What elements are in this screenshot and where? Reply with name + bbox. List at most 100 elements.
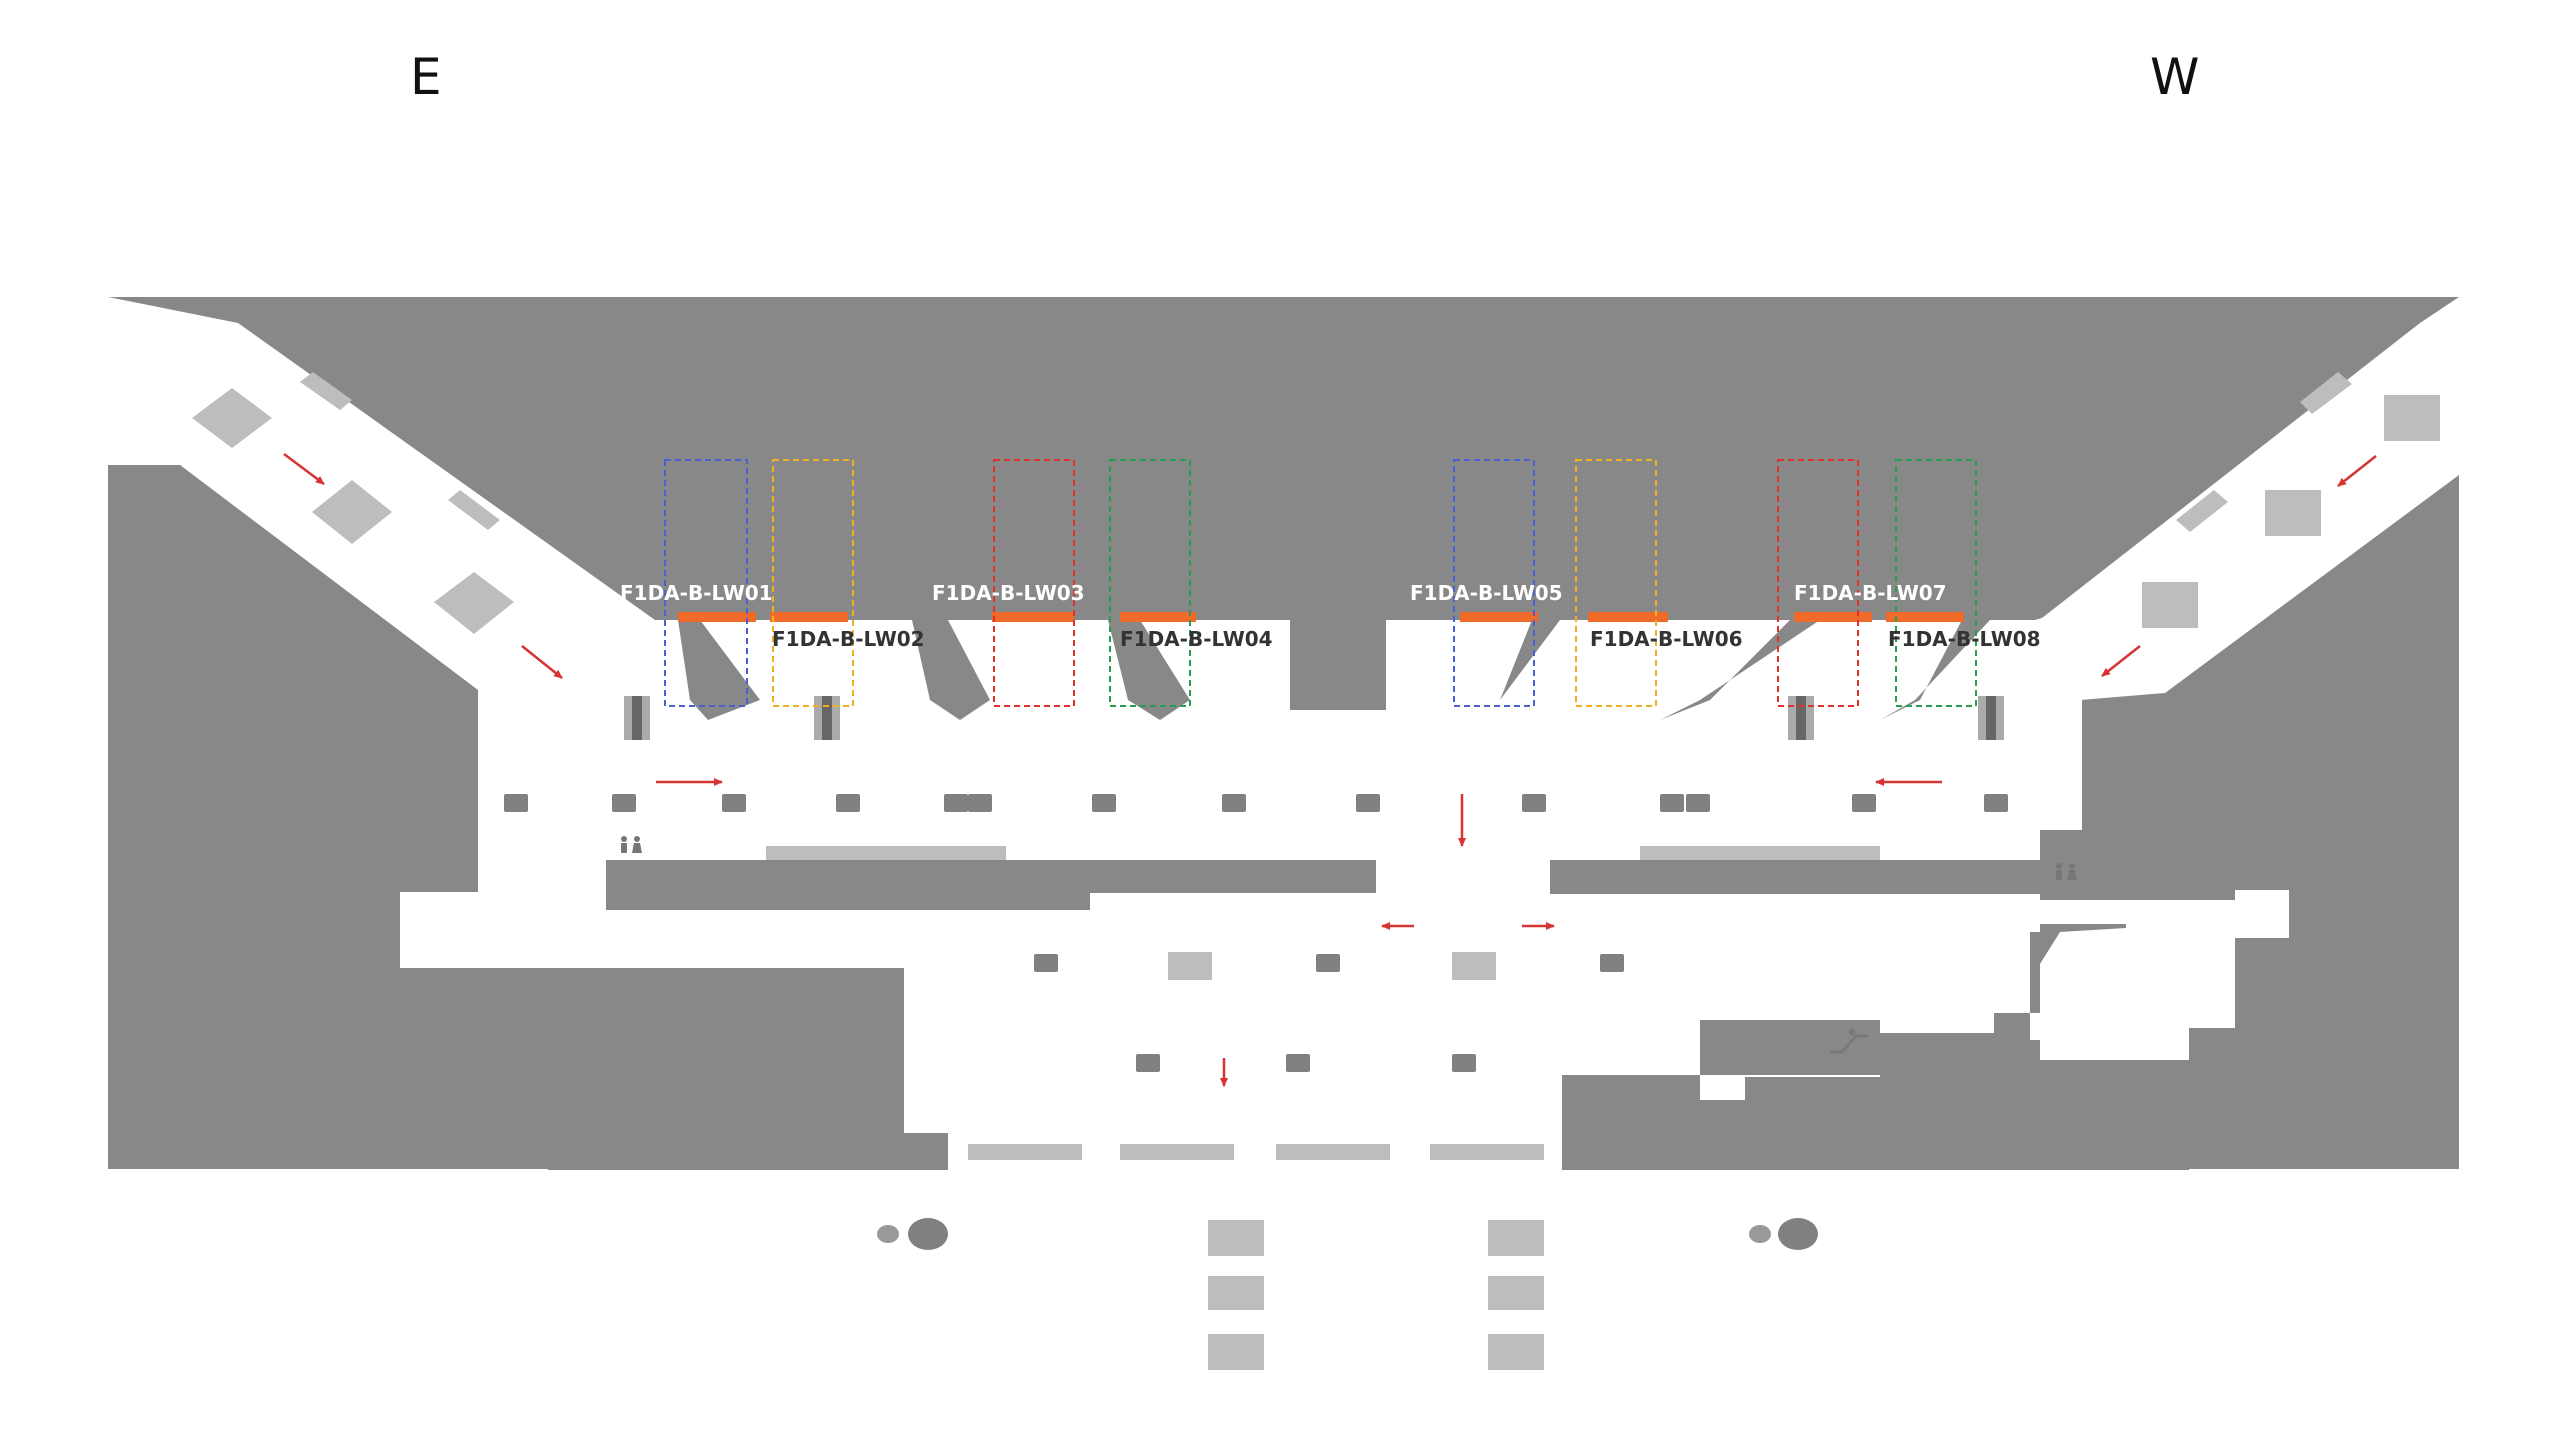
pillar	[504, 794, 528, 812]
wall-lower-left-block	[108, 968, 948, 1170]
restroom-icon	[621, 836, 642, 853]
wall-left-counter	[606, 860, 1376, 910]
bench	[1276, 1144, 1390, 1160]
compass-west-label: W	[2150, 48, 2200, 106]
pillar	[612, 794, 636, 812]
lane-label-lw03: F1DA-B-LW03	[932, 581, 1085, 605]
kiosk	[2142, 582, 2198, 628]
lane-box-lw04[interactable]	[1109, 459, 1191, 707]
pillar	[1222, 794, 1246, 812]
lane-label-lw02: F1DA-B-LW02	[772, 627, 925, 651]
pillar	[1686, 794, 1710, 812]
direction-arrow-icon	[521, 645, 563, 679]
lane-box-lw06[interactable]	[1575, 459, 1657, 707]
counter	[1452, 952, 1496, 980]
direction-arrow-icon	[283, 453, 325, 485]
lane-label-lw01: F1DA-B-LW01	[620, 581, 773, 605]
kiosk	[192, 388, 272, 448]
compass-east-label: E	[410, 48, 442, 106]
gate-bridge	[1108, 620, 1190, 720]
lane-boxes	[664, 459, 1977, 707]
kiosk	[2176, 490, 2228, 532]
gate-bridge	[912, 620, 990, 720]
wall-right-lower-block	[2030, 924, 2126, 1013]
gate-post	[822, 696, 832, 740]
pillar	[1522, 794, 1546, 812]
pillar	[1660, 794, 1684, 812]
gate-bridge	[678, 620, 760, 720]
pillar	[1984, 794, 2008, 812]
direction-arrow-icon	[2101, 645, 2141, 677]
pillar	[1356, 794, 1380, 812]
lane-box-lw01[interactable]	[664, 459, 748, 707]
lane-box-lw03[interactable]	[993, 459, 1075, 707]
planter	[908, 1218, 948, 1250]
floor-top-left-notch	[108, 297, 238, 323]
lane-box-lw05[interactable]	[1453, 459, 1535, 707]
gate-bars	[678, 612, 1964, 622]
kiosk	[2384, 395, 2440, 441]
lane-label-lw05: F1DA-B-LW05	[1410, 581, 1563, 605]
gate-bar-lw06	[1588, 612, 1668, 622]
lane-label-lw08: F1DA-B-LW08	[1888, 627, 2041, 651]
pillar	[1092, 794, 1116, 812]
planter-small	[1749, 1225, 1771, 1243]
pillar	[1452, 1054, 1476, 1072]
gate-posts	[624, 696, 2004, 740]
bench	[1120, 1144, 1234, 1160]
outdoor-block	[1208, 1334, 1264, 1370]
pillar	[1034, 954, 1058, 972]
gate-post	[1796, 696, 1806, 740]
lane-label-lw04: F1DA-B-LW04	[1120, 627, 1273, 651]
gate-bridge	[1660, 620, 1820, 720]
bench	[968, 1144, 1082, 1160]
lane-label-lw06: F1DA-B-LW06	[1590, 627, 1743, 651]
gate-bar-lw01	[678, 612, 756, 622]
pillar	[1600, 954, 1624, 972]
floor-west-lobby	[2030, 890, 2289, 1076]
kiosk	[448, 490, 500, 530]
gate-post	[1986, 696, 1996, 740]
planter-small	[877, 1225, 899, 1243]
pillar	[836, 794, 860, 812]
lane-box-lw02[interactable]	[772, 459, 854, 707]
lane-labels: F1DA-B-LW01 F1DA-B-LW02 F1DA-B-LW03 F1DA…	[620, 581, 2041, 651]
lane-box-lw08[interactable]	[1895, 459, 1977, 707]
kiosk	[300, 372, 352, 410]
escalator-icon	[1830, 1029, 1868, 1054]
counter	[766, 846, 1006, 860]
lane-box-lw07[interactable]	[1777, 459, 1859, 707]
gate-bridge	[1880, 620, 1990, 720]
kiosk	[2265, 490, 2321, 536]
direction-arrows	[283, 453, 2377, 1087]
gate-bar-lw04	[1120, 612, 1196, 622]
pillar	[1136, 1054, 1160, 1072]
central-wall-tongue	[1290, 620, 1386, 710]
pillars	[504, 794, 2008, 1250]
restroom-icon	[2056, 863, 2077, 880]
pillar	[944, 794, 968, 812]
floor-top-right-notch	[2420, 297, 2459, 323]
gate-post	[632, 696, 642, 740]
inner-walls	[108, 620, 2189, 1170]
pillar	[1316, 954, 1340, 972]
wall-lower-right-block	[1562, 1013, 2189, 1170]
planter	[1778, 1218, 1818, 1250]
pillar	[968, 794, 992, 812]
outdoor-block	[1208, 1276, 1264, 1310]
pillar	[1852, 794, 1876, 812]
wall-right-counter	[1550, 860, 2046, 895]
pillar	[722, 794, 746, 812]
outdoor-block	[1208, 1220, 1264, 1256]
floor-lower-hall	[400, 884, 2146, 1170]
light-fixtures	[192, 372, 2440, 1370]
pillar	[1286, 1054, 1310, 1072]
gate-bar-lw07	[1794, 612, 1872, 622]
outdoor-block	[1488, 1276, 1544, 1310]
kiosk	[2300, 372, 2352, 414]
bench	[1430, 1144, 1544, 1160]
floor-right-ramp	[2005, 323, 2459, 700]
gate-bar-lw08	[1886, 612, 1964, 622]
direction-arrow-icon	[2337, 455, 2377, 487]
